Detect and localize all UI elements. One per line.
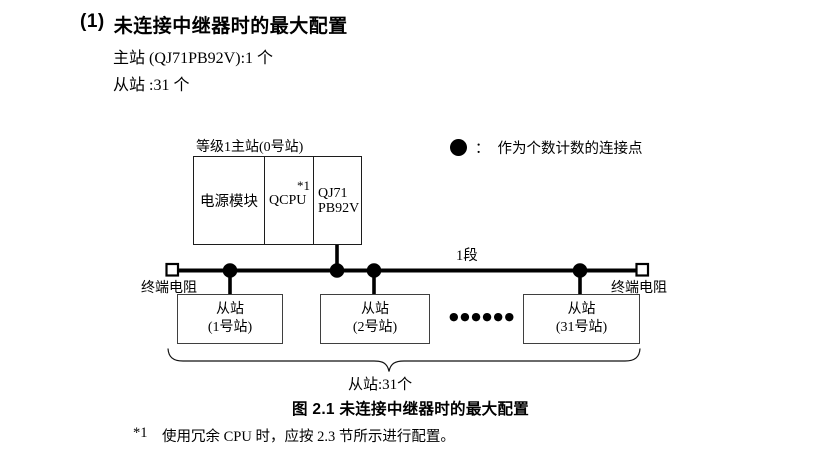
network-module-cell: QJ71 PB92V: [314, 157, 361, 244]
slave-box-31: 从站 (31号站): [523, 294, 640, 344]
count-point-icon: [450, 139, 467, 156]
slave-box-2: 从站 (2号站): [320, 294, 430, 344]
terminator-square-right: [635, 262, 650, 277]
connection-dot-master: [329, 263, 345, 278]
master-spec-line: 主站 (QJ71PB92V):1 个: [113, 50, 274, 67]
legend: ： 作为个数计数的连接点: [450, 137, 643, 158]
cpu-module-cell: *1 QCPU: [265, 157, 314, 244]
cpu-footnote-marker: *1: [297, 178, 310, 193]
slave-count-label: 从站:31个: [348, 377, 413, 393]
slaves-brace: [167, 348, 641, 372]
connection-dot-slave1: [222, 263, 238, 278]
connection-dot-slave31: [572, 263, 588, 278]
master-station-box: 电源模块 *1 QCPU QJ71 PB92V: [193, 156, 362, 245]
slave-name: 从站: [216, 302, 244, 317]
legend-text: 作为个数计数的连接点: [497, 141, 643, 157]
terminator-label-left: 终端电阻: [141, 281, 197, 296]
slave-name: 从站: [361, 302, 389, 317]
footnote-text: 使用冗余 CPU 时，应按 2.3 节所示进行配置。: [162, 429, 455, 445]
slave-box-1: 从站 (1号站): [177, 294, 283, 344]
network-module-name-line2: PB92V: [318, 200, 360, 216]
cpu-module-name: QCPU: [269, 192, 307, 208]
figure-caption: 图 2.1 未连接中继器时的最大配置: [292, 401, 530, 418]
slave-station-number: (1号站): [207, 320, 253, 335]
slave-station-number: (31号站): [555, 320, 608, 335]
connection-dot-slave2: [366, 263, 382, 278]
legend-colon: ：: [475, 141, 490, 157]
slave-name: 从站: [567, 302, 596, 317]
slave-spec-line: 从站 :31 个: [113, 77, 190, 94]
footnote-marker: *1: [133, 425, 148, 441]
segment-label: 1段: [456, 248, 478, 264]
ellipsis-dots: ●●●●●●: [449, 310, 516, 323]
section-number: (1): [80, 11, 105, 32]
slave-station-number: (2号站): [352, 320, 398, 335]
terminator-square-left: [165, 262, 180, 277]
network-module-name-line1: QJ71: [318, 185, 348, 201]
section-title: 未连接中继器时的最大配置: [113, 16, 348, 37]
section-heading: (1) 未连接中继器时的最大配置: [80, 11, 348, 38]
power-module-cell: 电源模块: [194, 157, 265, 244]
master-station-label: 等级1主站(0号站): [196, 140, 304, 155]
terminator-label-right: 终端电阻: [611, 281, 667, 296]
